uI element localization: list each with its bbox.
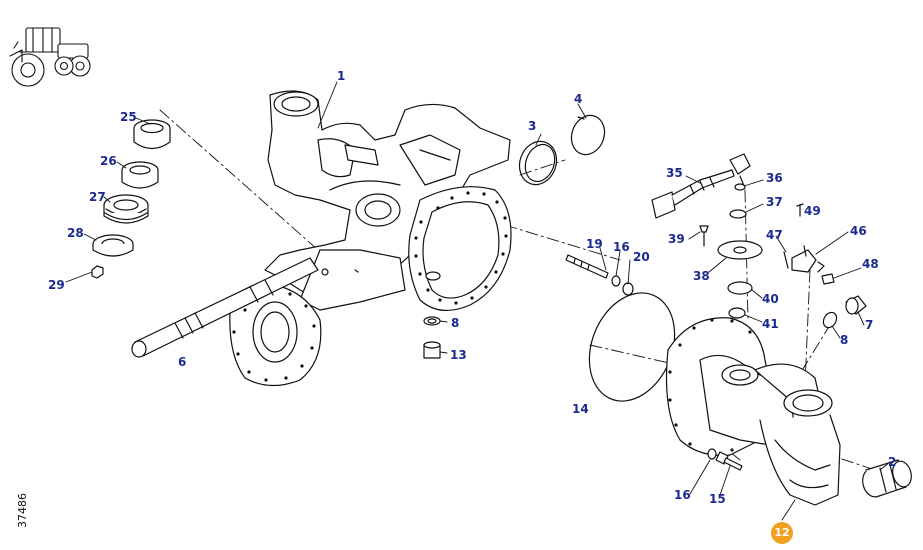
- reference-code: 37486: [16, 493, 29, 528]
- callout-2: 2: [888, 455, 897, 469]
- housing-flange: [408, 186, 512, 311]
- axle-housing: [264, 90, 511, 301]
- callout-25: 25: [120, 110, 137, 124]
- tractor-icon: [9, 27, 91, 87]
- callout-40: 40: [762, 292, 779, 306]
- callout-6: 6: [178, 355, 187, 369]
- callout-16-upper: 16: [613, 240, 630, 254]
- half-shaft: [131, 257, 319, 358]
- leader-lines: [65, 81, 891, 521]
- callout-46: 46: [850, 224, 867, 238]
- callout-39: 39: [668, 232, 685, 246]
- callout-47: 47: [766, 228, 783, 242]
- bolt-19-set: [565, 254, 634, 296]
- callout-3: 3: [528, 119, 537, 133]
- callout-28: 28: [67, 226, 84, 240]
- callout-35: 35: [666, 166, 683, 180]
- bush: [862, 459, 912, 498]
- callout-13: 13: [450, 348, 467, 362]
- callout-1: 1: [337, 69, 346, 83]
- callout-41: 41: [762, 317, 779, 331]
- callout-48: 48: [862, 257, 879, 271]
- callout-27: 27: [89, 190, 106, 204]
- callout-8-hub: 8: [840, 333, 849, 347]
- callout-26: 26: [100, 154, 117, 168]
- callout-12-highlighted: 12: [771, 522, 793, 544]
- bolt-15-set: [707, 448, 743, 471]
- callout-38: 38: [693, 269, 710, 283]
- callout-7: 7: [865, 318, 874, 332]
- callout-15: 15: [709, 492, 726, 506]
- callout-20: 20: [633, 250, 650, 264]
- callout-8-housing: 8: [451, 316, 460, 330]
- callout-14: 14: [572, 402, 589, 416]
- callout-4: 4: [574, 92, 583, 106]
- bearing-stack: [91, 119, 171, 279]
- callout-16-lower: 16: [674, 488, 691, 502]
- axle-arm-left: [229, 249, 406, 387]
- callout-37: 37: [766, 195, 783, 209]
- small-parts: [699, 183, 867, 329]
- callout-49: 49: [804, 204, 821, 218]
- callout-29: 29: [48, 278, 65, 292]
- hub-unit: [665, 317, 841, 506]
- rings-3-4: [518, 114, 606, 186]
- callout-36: 36: [766, 171, 783, 185]
- drain-plug: [423, 316, 441, 359]
- callout-19: 19: [586, 237, 603, 251]
